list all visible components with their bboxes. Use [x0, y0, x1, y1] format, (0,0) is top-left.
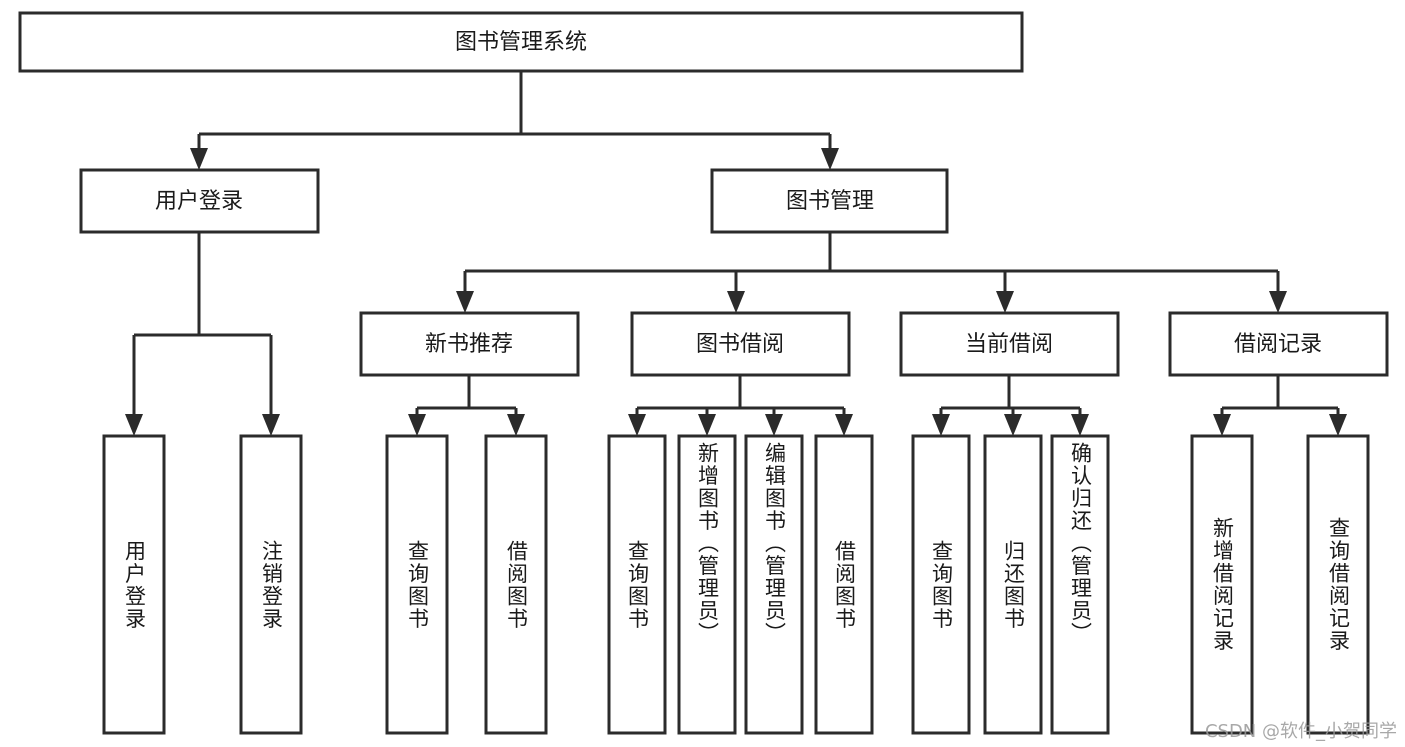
arrowhead-to-leaf-borrow-book-bb	[835, 414, 853, 436]
node-book-borrow-label: 图书借阅	[696, 332, 784, 357]
node-user-login-box[interactable]	[79, 168, 320, 234]
node-leaf-user-logout-box[interactable]	[239, 434, 303, 735]
node-borrow-record-box[interactable]	[1168, 311, 1389, 377]
node-book-borrow[interactable]: 图书借阅	[630, 311, 851, 377]
arrowhead-to-new-book-rec	[456, 291, 474, 313]
arrowhead-to-leaf-user-logout	[262, 414, 280, 436]
edge-book-borrow-to-leaves	[628, 375, 853, 436]
arrowhead-to-borrow-record	[1269, 291, 1287, 313]
node-current-borrow[interactable]: 当前借阅	[899, 311, 1120, 377]
node-user-login[interactable]: 用户登录	[79, 168, 320, 234]
node-borrow-record[interactable]: 借阅记录	[1168, 311, 1389, 377]
edge-new-book-rec-to-leaves	[408, 375, 525, 436]
node-leaf-borrow-book-bb-box[interactable]	[814, 434, 874, 735]
node-current-borrow-label: 当前借阅	[965, 332, 1053, 357]
node-leaf-return-book-box[interactable]	[983, 434, 1043, 735]
node-leaf-add-book-box[interactable]	[677, 434, 737, 735]
edge-book-manage-to-level3	[456, 232, 1287, 313]
node-leaf-query-book-rec-box[interactable]	[385, 434, 449, 735]
arrowhead-to-current-borrow	[996, 291, 1014, 313]
node-new-book-rec[interactable]: 新书推荐	[359, 311, 580, 377]
node-book-manage[interactable]: 图书管理	[710, 168, 949, 234]
node-new-book-rec-box[interactable]	[359, 311, 580, 377]
node-book-manage-box[interactable]	[710, 168, 949, 234]
node-leaf-confirm-return-box[interactable]	[1050, 434, 1110, 735]
arrowhead-to-user-login	[190, 148, 208, 170]
node-leaf-edit-book-box[interactable]	[744, 434, 804, 735]
node-leaf-query-record-box[interactable]	[1306, 434, 1370, 735]
node-root-label: 图书管理系统	[455, 30, 587, 55]
node-leaf-query-book-cb-box[interactable]	[911, 434, 971, 735]
node-book-manage-label: 图书管理	[786, 189, 874, 214]
node-leaf-borrow-book-rec-box[interactable]	[484, 434, 548, 735]
edge-user-login-to-leaves	[125, 232, 280, 436]
arrowhead-to-leaf-add-book	[698, 414, 716, 436]
node-new-book-rec-label: 新书推荐	[425, 332, 513, 357]
arrowhead-to-leaf-user-login	[125, 414, 143, 436]
arrowhead-to-leaf-query-book-rec	[408, 414, 426, 436]
node-root[interactable]: 图书管理系统	[18, 11, 1024, 73]
node-root-box[interactable]	[18, 11, 1024, 73]
arrowhead-to-leaf-query-book-cb	[932, 414, 950, 436]
arrowhead-to-leaf-edit-book	[765, 414, 783, 436]
arrowhead-to-leaf-return-book	[1004, 414, 1022, 436]
arrowhead-to-book-manage	[821, 148, 839, 170]
edge-current-borrow-to-leaves	[932, 375, 1089, 436]
arrowhead-to-book-borrow	[727, 291, 745, 313]
node-leaf-user-login-box[interactable]	[102, 434, 166, 735]
arrowhead-to-leaf-query-book-bb	[628, 414, 646, 436]
node-book-borrow-box[interactable]	[630, 311, 851, 377]
edge-root-to-level2	[190, 71, 839, 170]
arrowhead-to-leaf-confirm-return	[1071, 414, 1089, 436]
node-borrow-record-label: 借阅记录	[1234, 332, 1322, 357]
arrowhead-to-leaf-query-record	[1329, 414, 1347, 436]
arrowhead-to-leaf-borrow-book-rec	[507, 414, 525, 436]
node-leaf-query-book-bb-box[interactable]	[607, 434, 667, 735]
node-leaf-add-record-box[interactable]	[1190, 434, 1254, 735]
node-current-borrow-box[interactable]	[899, 311, 1120, 377]
node-user-login-label: 用户登录	[155, 189, 243, 214]
edge-borrow-record-to-leaves	[1213, 375, 1347, 436]
arrowhead-to-leaf-add-record	[1213, 414, 1231, 436]
